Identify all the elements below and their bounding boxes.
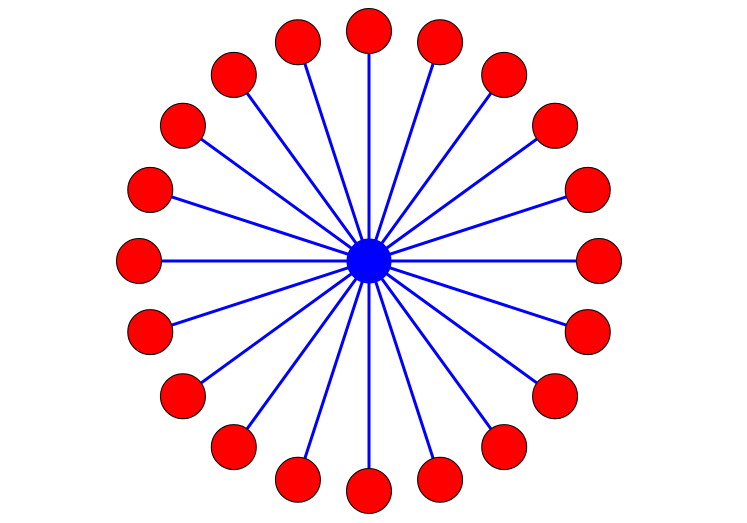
hub-layer (346, 238, 392, 284)
leaf-node-9 (481, 424, 528, 471)
edge-7 (368, 259, 589, 334)
edge-12 (296, 260, 371, 481)
edge-20 (296, 41, 371, 262)
leaf-node-5 (564, 166, 611, 213)
edge-17 (149, 188, 370, 263)
edges-group (139, 31, 599, 491)
leaf-node-13 (210, 424, 257, 471)
edge-10 (367, 260, 442, 481)
leaf-node-15 (127, 309, 174, 356)
leaf-node-3 (481, 51, 528, 98)
leaf-node-14 (159, 373, 206, 420)
leaf-node-1 (346, 8, 392, 54)
leaf-node-18 (159, 102, 206, 149)
leaf-node-12 (274, 456, 321, 503)
edge-13 (232, 260, 371, 448)
leaf-node-4 (532, 102, 579, 149)
edge-2 (367, 41, 442, 262)
hub-node (346, 238, 392, 284)
edge-3 (367, 74, 506, 262)
leaf-node-11 (346, 468, 392, 514)
edge-5 (368, 188, 589, 263)
leaf-nodes-group (116, 8, 622, 514)
leaf-node-20 (274, 19, 321, 66)
leaf-node-7 (564, 309, 611, 356)
leaf-node-17 (127, 166, 174, 213)
edge-4 (368, 124, 556, 263)
edge-15 (149, 259, 370, 334)
edge-18 (182, 124, 370, 263)
leaf-node-19 (210, 51, 257, 98)
leaf-node-6 (576, 238, 622, 284)
edge-8 (368, 259, 556, 398)
leaf-node-2 (417, 19, 464, 66)
leaf-node-10 (417, 456, 464, 503)
leaf-node-16 (116, 238, 162, 284)
edge-9 (367, 260, 506, 448)
edge-19 (232, 74, 371, 262)
edge-14 (182, 259, 370, 398)
leaf-node-8 (532, 373, 579, 420)
